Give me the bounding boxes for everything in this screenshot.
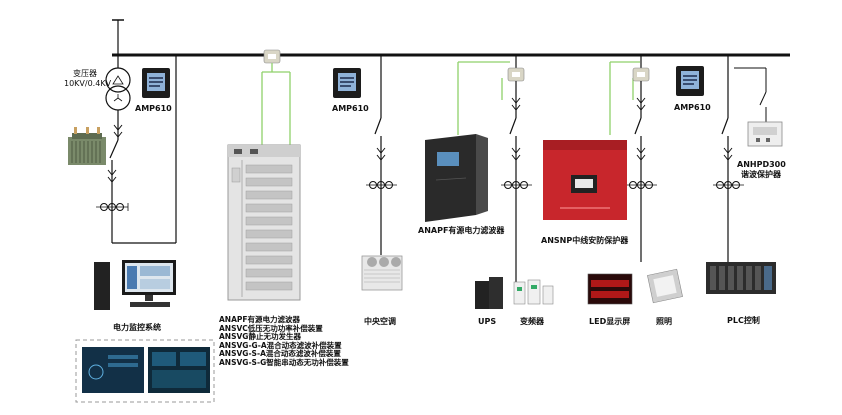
power-monitor-computer	[94, 260, 176, 310]
cabinet-product-6: ANSVG-S-G智能串动态无功补偿装置	[219, 357, 349, 367]
lighting-image	[647, 268, 683, 304]
ups-image	[475, 277, 503, 309]
power-monitor-label: 电力监控系统	[113, 323, 161, 332]
amp610-label-3: AMP610	[674, 103, 711, 112]
cabinet-product-4: ANSVG-G-A混合动态滤波补偿装置	[219, 340, 342, 350]
anapf-signal	[457, 61, 510, 135]
amp610-label-1: AMP610	[135, 104, 172, 113]
central-ac-branch	[366, 55, 397, 255]
cabinet-product-2: ANSVC低压无功功率补偿装置	[219, 323, 323, 333]
ansnp-protector-image	[543, 140, 627, 220]
transformer-rating-label: 10KV/0.4KV	[64, 79, 112, 88]
inverter-image	[513, 279, 554, 305]
ansnp-feeder	[626, 55, 657, 262]
amp610-meter-1	[142, 68, 170, 98]
anapf-filter-label: ANAPF有源电力滤波器	[418, 226, 505, 235]
amp610-meter-3	[676, 66, 704, 96]
current-transformer-2	[507, 67, 525, 82]
central-ac-label: 中央空调	[364, 317, 396, 326]
cabinet-product-5: ANSVG-S-A混合动态滤波补偿装置	[219, 349, 341, 359]
cabinet-product-3: ANSVG静止无功发生器	[219, 332, 301, 342]
ups-label: UPS	[478, 317, 497, 326]
plc-label: PLC控制	[727, 316, 760, 325]
anhpd300-image	[747, 121, 783, 147]
transformer-image	[68, 127, 106, 165]
screen-preview-2	[148, 347, 210, 393]
led-screen-label: LED显示屏	[589, 317, 631, 326]
lighting-label: 照明	[656, 317, 672, 326]
anapf-filter-image	[425, 134, 488, 222]
transformer-branch	[96, 19, 177, 244]
cabinet-product-list: ANAPF有源电力滤波器 ANSVC低压无功功率补偿装置 ANSVG静止无功发生…	[219, 315, 349, 368]
plc-image	[706, 262, 776, 294]
current-transformer-3	[632, 67, 650, 82]
cabinet-product-1: ANAPF有源电力滤波器	[219, 315, 301, 324]
cabinet-signal	[261, 49, 291, 147]
current-transformer-1	[263, 49, 281, 64]
transformer-label: 变压器	[73, 69, 97, 78]
amp610-label-2: AMP610	[332, 104, 369, 113]
ansnp-signal	[609, 61, 640, 135]
current-transformer-symbol	[96, 203, 129, 211]
compensation-cabinet	[227, 144, 301, 301]
anhpd300-desc-label: 谐波保护器	[741, 170, 781, 179]
screen-preview-1	[82, 347, 144, 393]
transformer-symbol	[105, 67, 131, 111]
ansnp-protector-label: ANSNP中线安防保护器	[541, 236, 629, 245]
screen-preview-box	[75, 339, 215, 403]
anhpd300-label: ANHPD300	[737, 160, 786, 169]
central-ac-image	[361, 255, 403, 291]
anapf-feeder	[501, 55, 532, 285]
led-screen-image	[587, 273, 633, 305]
inverter-label: 变频器	[520, 317, 544, 326]
plc-branch	[713, 55, 767, 262]
amp610-meter-2	[333, 68, 361, 98]
